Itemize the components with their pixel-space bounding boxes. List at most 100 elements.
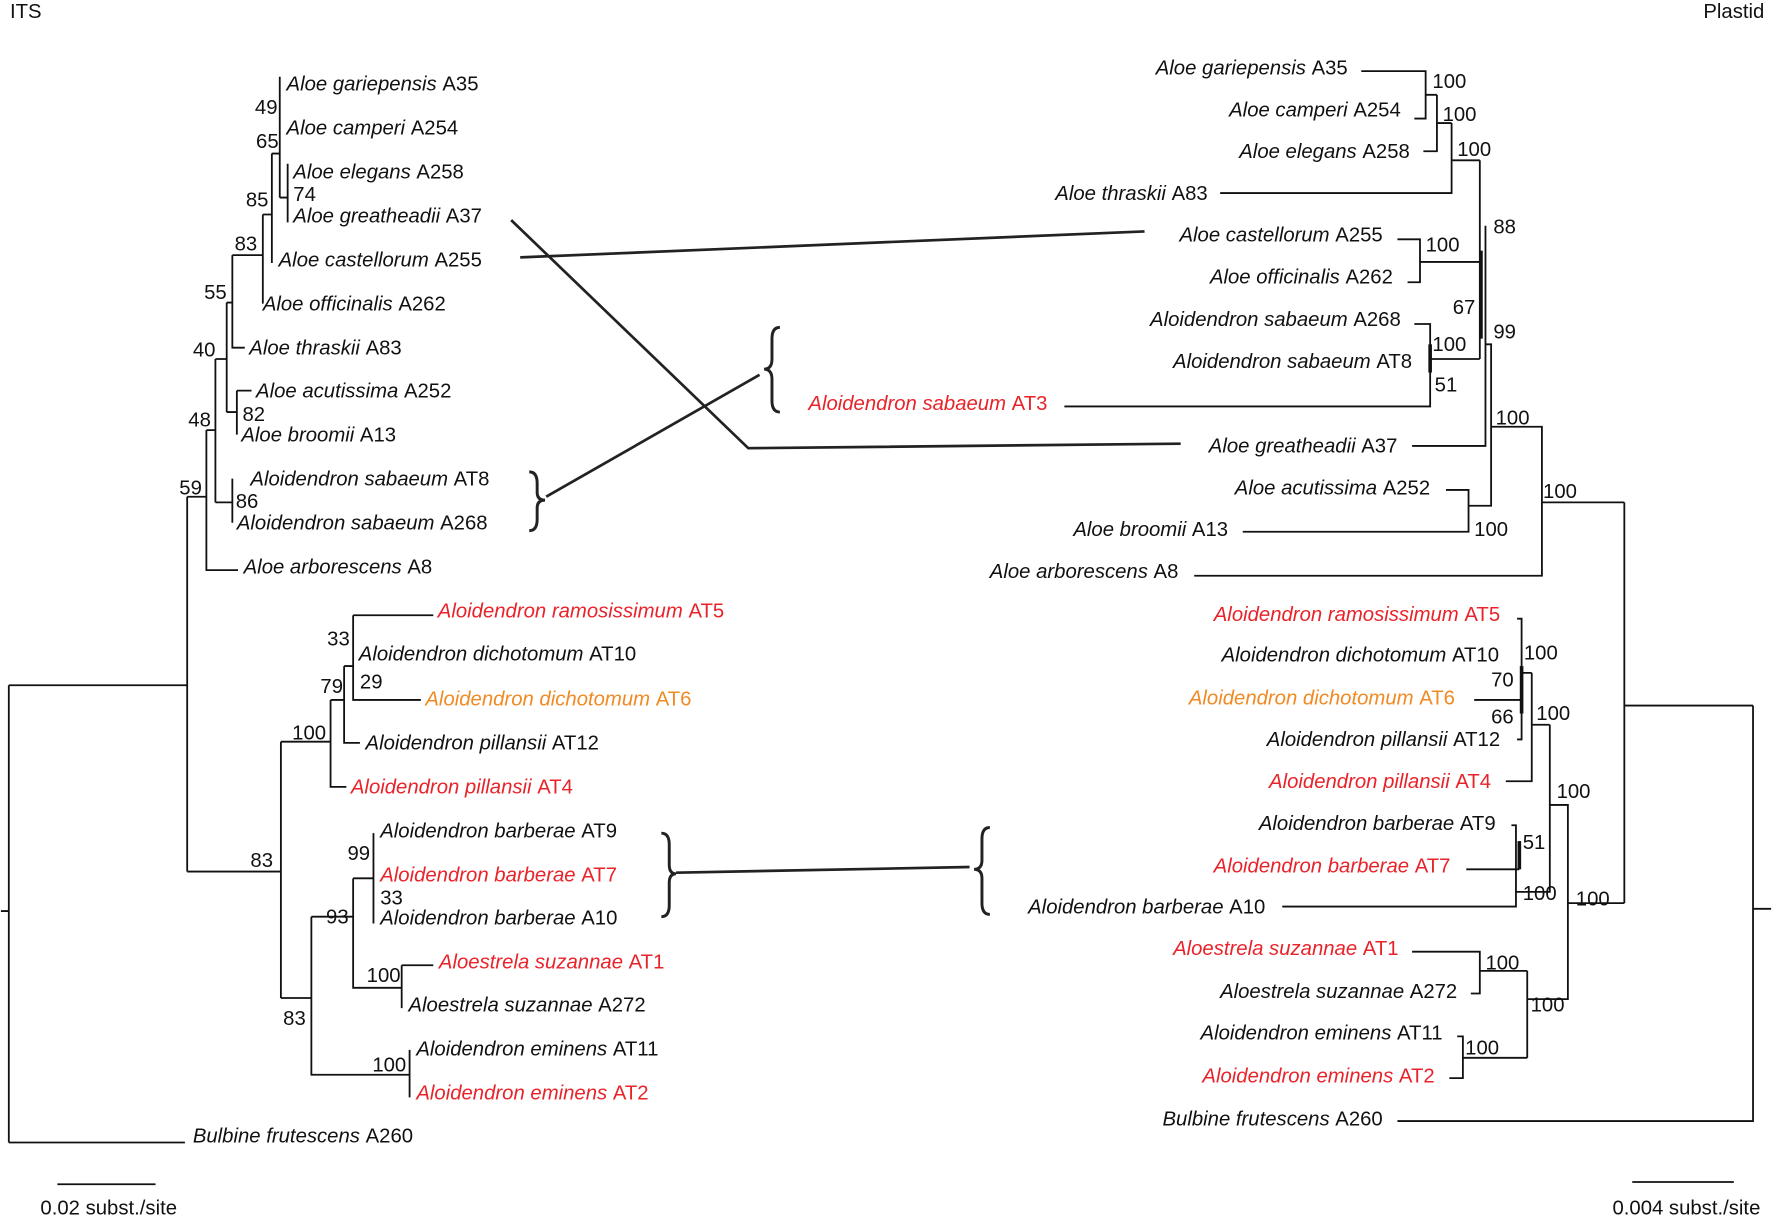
accession-code: A8 <box>407 557 432 579</box>
species-name: Aloe arborescens <box>243 557 402 579</box>
species-name: Aloidendron pillansii <box>1266 729 1448 751</box>
plastid-taxon-label: Aloidendron pillansii AT12 <box>1266 729 1500 751</box>
its-bootstrap-value: 65 <box>256 131 279 153</box>
species-name: Aloestrela suzannae <box>407 995 592 1017</box>
species-name: Aloidendron sabaeum <box>236 512 435 534</box>
plastid-taxon-label: Aloe camperi A254 <box>1228 99 1401 121</box>
accession-code: AT4 <box>537 777 573 799</box>
accession-code: AT9 <box>1460 813 1496 835</box>
plastid-bootstrap-value: 70 <box>1491 669 1514 691</box>
accession-code: A35 <box>442 73 478 95</box>
plastid-bootstrap-value: 51 <box>1523 832 1546 854</box>
accession-code: A255 <box>1335 225 1382 247</box>
plastid-bootstrap-value: 100 <box>1557 781 1591 803</box>
its-taxon-label: Bulbine frutescens A260 <box>193 1125 413 1147</box>
accession-code: AT2 <box>1399 1066 1435 1088</box>
accession-code: AT6 <box>656 689 692 711</box>
its-bootstrap-value: 82 <box>243 404 266 426</box>
brace-its-barberae <box>661 831 677 919</box>
brace-plastid-barberae <box>973 826 990 916</box>
species-name: Aloidendron barberae <box>379 821 575 843</box>
species-name: Aloe thraskii <box>1054 183 1166 205</box>
species-name: Aloidendron barberae <box>379 908 575 930</box>
connector-castellorum <box>520 230 1145 259</box>
its-taxon-label: Aloidendron barberae AT7 <box>379 865 617 887</box>
plastid-taxon-label: Aloidendron pillansii AT4 <box>1268 771 1491 793</box>
accession-code: AT11 <box>1397 1023 1443 1045</box>
plastid-taxon-label: Aloidendron eminens AT2 <box>1201 1066 1434 1088</box>
plastid-bootstrap-value: 100 <box>1485 953 1519 975</box>
its-taxon-label: Aloestrela suzannae AT1 <box>438 952 664 974</box>
accession-code: A268 <box>440 512 487 534</box>
plastid-taxon-label: Aloe castellorum A255 <box>1178 225 1382 247</box>
its-bootstrap-value: 83 <box>250 850 273 872</box>
species-name: Aloidendron dichotomum <box>424 689 650 711</box>
its-bootstrap-value: 40 <box>193 340 216 362</box>
species-name: Aloidendron barberae <box>1027 896 1223 918</box>
plastid-bootstrap-value: 100 <box>1543 481 1577 503</box>
plastid-bootstrap-value: 100 <box>1432 334 1466 356</box>
plastid-bootstrap-value: 100 <box>1474 519 1508 541</box>
plastid-taxon-label: Aloe acutissima A252 <box>1234 477 1430 499</box>
plastid-taxon-label: Aloidendron barberae AT7 <box>1213 856 1451 878</box>
plastid-taxon-label: Aloidendron sabaeum A268 <box>1149 309 1401 331</box>
accession-code: A260 <box>366 1125 413 1147</box>
species-name: Aloe acutissima <box>255 380 398 402</box>
its-taxon-label: Aloe camperi A254 <box>286 117 459 139</box>
its-taxon-label: Aloidendron sabaeum A268 <box>236 512 488 534</box>
accession-code: A268 <box>1353 309 1400 331</box>
accession-code: AT10 <box>1452 645 1499 667</box>
plastid-scale-label: 0.004 subst./site <box>1612 1198 1760 1217</box>
accession-code: A8 <box>1154 561 1179 583</box>
species-name: Aloidendron eminens <box>415 1039 607 1061</box>
species-name: Aloidendron eminens <box>1200 1023 1392 1045</box>
plastid-bootstrap-value: 100 <box>1443 104 1477 126</box>
accession-code: A13 <box>1192 519 1228 541</box>
species-name: Aloidendron dichotomum <box>1188 687 1414 709</box>
accession-code: AT1 <box>1363 938 1399 960</box>
its-taxon-label: Aloestrela suzannae A272 <box>407 995 645 1017</box>
accession-code: A37 <box>1361 436 1397 458</box>
its-bootstrap-values: 4965748583554082488659332979100993393100… <box>179 97 406 1076</box>
its-bootstrap-value: 55 <box>204 282 227 304</box>
species-name: Aloidendron eminens <box>1201 1066 1393 1088</box>
species-name: Aloidendron sabaeum <box>249 468 448 490</box>
accession-code: A272 <box>598 995 645 1017</box>
accession-code: AT8 <box>454 468 490 490</box>
species-name: Aloe castellorum <box>1178 225 1329 247</box>
species-name: Aloidendron sabaeum <box>807 393 1006 415</box>
its-taxon-label: Aloidendron ramosissimum AT5 <box>437 601 724 623</box>
plastid-bootstrap-value: 51 <box>1435 375 1458 397</box>
plastid-bootstrap-value: 66 <box>1491 707 1514 729</box>
its-bootstrap-value: 83 <box>283 1008 306 1030</box>
accession-code: A262 <box>1345 266 1392 288</box>
its-bootstrap-value: 29 <box>360 672 383 694</box>
its-bootstrap-value: 33 <box>327 629 350 651</box>
species-name: Aloidendron dichotomum <box>1221 645 1447 667</box>
accession-code: AT3 <box>1012 393 1048 415</box>
its-taxon-label: Aloidendron eminens AT2 <box>415 1083 648 1105</box>
plastid-taxon-label: Aloestrela suzannae A272 <box>1219 981 1457 1003</box>
accession-code: A258 <box>416 161 463 183</box>
accession-code: A37 <box>446 205 482 227</box>
its-bootstrap-value: 59 <box>179 477 202 499</box>
plastid-taxon-label: Aloidendron eminens AT11 <box>1200 1023 1443 1045</box>
species-name: Aloidendron sabaeum <box>1172 351 1371 373</box>
plastid-taxon-label: Aloe officinalis A262 <box>1209 266 1393 288</box>
plastid-taxon-label: Aloe arborescens A8 <box>989 561 1179 583</box>
accession-code: A272 <box>1410 981 1457 1003</box>
plastid-tree-branches <box>1064 70 1772 1122</box>
species-name: Aloe officinalis <box>262 293 393 315</box>
species-name: Aloe thraskii <box>248 337 360 359</box>
its-taxon-label: Aloe greatheadii A37 <box>292 205 482 227</box>
plastid-bootstrap-value: 100 <box>1496 407 1530 429</box>
plastid-taxon-label: Aloestrela suzannae AT1 <box>1172 938 1398 960</box>
accession-code: AT5 <box>1464 604 1500 626</box>
brace-its-sabaeum <box>529 470 546 533</box>
its-taxon-label: Aloidendron sabaeum AT8 <box>249 468 489 490</box>
species-name: Aloe elegans <box>1238 141 1356 163</box>
plastid-bootstrap-value: 100 <box>1426 235 1460 257</box>
accession-code: AT5 <box>688 601 724 623</box>
